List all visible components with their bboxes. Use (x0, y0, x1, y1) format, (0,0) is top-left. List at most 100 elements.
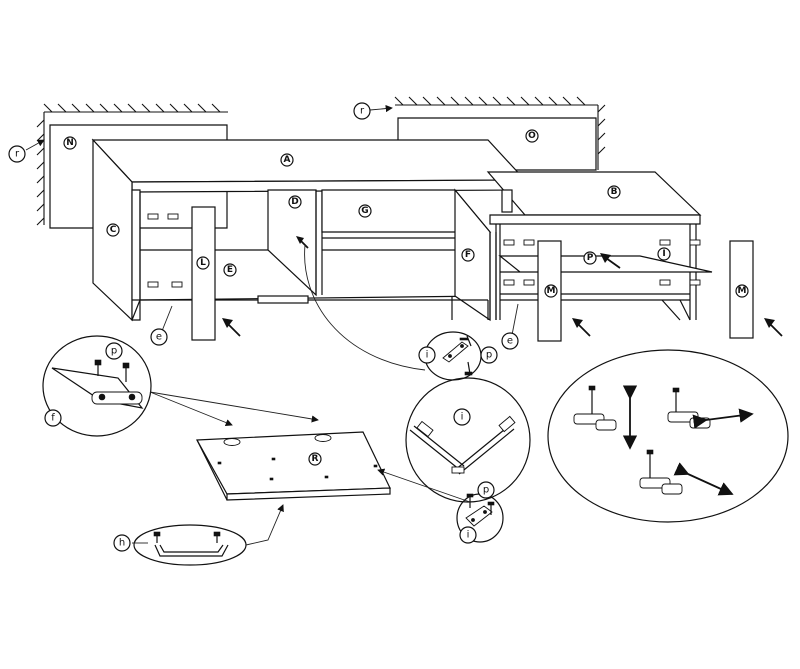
part-label-i-text: I (662, 249, 665, 259)
left-cabinet (91, 138, 527, 322)
part-label-o: O (525, 129, 539, 143)
hw-label-i-large-text: i (461, 412, 464, 423)
part-label-c: C (106, 223, 120, 237)
hinge-plate-mark (523, 279, 535, 286)
part-label-e-text: E (227, 265, 233, 275)
hatch-tick (36, 119, 45, 128)
r-leader-right (369, 104, 393, 113)
hatch-tick (36, 217, 45, 226)
hatch-tick (57, 103, 67, 113)
hw-label-r-right: r (353, 102, 371, 120)
hw-label-f: f (44, 409, 62, 427)
hatch-tick (141, 103, 151, 113)
hatch-tick (562, 96, 572, 106)
part-label-m-2: M (735, 284, 749, 298)
hinge-plate-mark (659, 279, 671, 286)
hinge-detail-drawing (51, 359, 144, 409)
hatch-tick (450, 96, 460, 106)
hw-label-e-right-text: e (507, 336, 513, 347)
right-cabinet (486, 171, 713, 321)
door-panel-l (191, 206, 216, 341)
insert-arrow-l (222, 318, 241, 337)
hinge-adjust-2 (667, 387, 754, 429)
hw-label-i-large: i (453, 408, 471, 426)
part-label-b: B (607, 185, 621, 199)
hinge-plate-mark (689, 279, 701, 286)
hatch-tick (85, 103, 95, 113)
part-label-n-text: N (66, 138, 74, 148)
hatch-tick (169, 103, 179, 113)
part-label-o-text: O (528, 131, 536, 141)
hatch-tick (576, 96, 586, 106)
hw-label-r-right-text: r (360, 106, 365, 117)
hatch-tick (520, 96, 530, 106)
hinge-leader-2 (149, 391, 319, 423)
handle-drawing (153, 531, 229, 557)
insert-arrow-m-2 (764, 318, 783, 337)
hatch-tick (183, 103, 193, 113)
part-label-i: I (657, 247, 671, 261)
hw-label-e-left-text: e (156, 332, 162, 343)
hw-label-i-lower-text: i (467, 530, 470, 541)
part-label-c-text: C (110, 225, 117, 235)
top-board-b (486, 171, 702, 216)
stay-leader (377, 468, 471, 503)
detail-hinge-adjustment (547, 349, 789, 523)
hw-label-r-left: r (8, 145, 26, 163)
hatch-tick (534, 96, 544, 106)
part-label-a-text: A (284, 155, 291, 165)
hinge-plate-mark (147, 281, 159, 288)
hatch-tick (127, 103, 137, 113)
hw-label-e-right: e (501, 332, 519, 350)
hw-label-p-hinge: p (105, 342, 123, 360)
wall-hatching-right (395, 104, 599, 170)
part-label-l: L (196, 256, 210, 270)
hw-label-f-text: f (51, 413, 55, 424)
hatch-tick (99, 103, 109, 113)
part-label-f-text: F (465, 250, 471, 260)
hinge-plate-mark (689, 239, 701, 246)
part-label-m-1: M (544, 284, 558, 298)
part-label-r: R (308, 452, 322, 466)
part-label-m-1-text: M (547, 286, 556, 296)
hinge-marks (147, 213, 701, 288)
r-leader-left (25, 139, 45, 151)
hatch-tick (492, 96, 502, 106)
hw-label-h-text: h (119, 538, 125, 549)
door-r (196, 431, 391, 501)
detail-handle-h (133, 524, 247, 566)
part-label-f: F (461, 248, 475, 262)
hatch-tick (597, 104, 606, 113)
hinge-plate-mark (147, 213, 159, 220)
hw-label-p-small-text: p (486, 350, 492, 361)
hatch-tick (36, 203, 45, 212)
hatch-tick (71, 103, 81, 113)
hw-label-r-left-text: r (15, 149, 20, 160)
part-label-g: G (358, 204, 372, 218)
connector-small-drawing (442, 335, 473, 376)
hinge-leader-1 (149, 391, 233, 426)
wall-hatch-ticks-right (394, 96, 606, 155)
part-label-g-text: G (361, 206, 368, 216)
hinge-plate-mark (523, 239, 535, 246)
hatch-tick (436, 96, 446, 106)
hw-label-p-hinge-text: p (111, 346, 117, 357)
hw-label-i-lower: i (459, 526, 477, 544)
part-label-e: E (223, 263, 237, 277)
part-label-b-text: B (611, 187, 618, 197)
hw-label-e-left: e (150, 328, 168, 346)
stay-drawing (409, 415, 516, 475)
hinge-plate-mark (503, 239, 515, 246)
hatch-tick (36, 175, 45, 184)
hw-label-h: h (113, 534, 131, 552)
hatch-tick (197, 103, 207, 113)
hatch-tick (597, 146, 606, 155)
hatch-tick (548, 96, 558, 106)
detail-circle-hinge (42, 335, 152, 437)
hw-label-i-small-text: i (426, 350, 429, 361)
connector-lower-drawing (465, 493, 495, 527)
part-label-l-text: L (200, 258, 206, 268)
handle-leader-up (245, 504, 284, 546)
part-label-m-2-text: M (738, 286, 747, 296)
